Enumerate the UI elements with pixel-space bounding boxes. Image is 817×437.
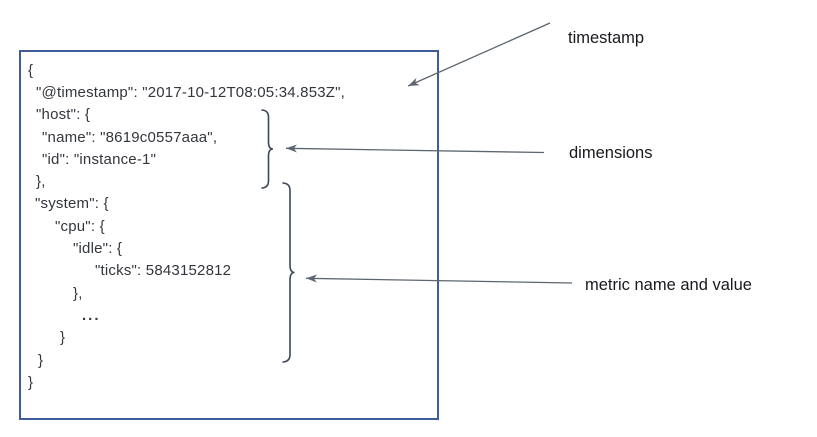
json-line: { (28, 61, 34, 79)
json-line-cpu: "cpu": { (55, 217, 105, 235)
json-line-system: "system": { (35, 195, 109, 213)
dimensions-label: dimensions (569, 144, 653, 162)
json-line: } (60, 329, 66, 347)
json-line: } (38, 351, 44, 369)
json-line-timestamp: "@timestamp": "2017-10-12T08:05:34.853Z"… (36, 83, 346, 101)
json-line: } (28, 373, 34, 391)
json-line-host: "host": { (36, 106, 91, 124)
json-line-host-name: "name": "8619c0557aaa", (42, 128, 218, 146)
json-line-idle: "idle": { (73, 240, 123, 258)
json-line-ellipsis: ... (82, 306, 101, 324)
json-line: }, (36, 173, 46, 191)
json-document-box: { "@timestamp": "2017-10-12T08:05:34.853… (19, 50, 439, 420)
json-line-host-id: "id": "instance-1" (42, 150, 157, 168)
json-line-ticks: "ticks": 5843152812 (95, 262, 232, 280)
timestamp-label: timestamp (568, 29, 645, 47)
json-document: { "@timestamp": "2017-10-12T08:05:34.853… (21, 59, 437, 393)
json-line: }, (73, 284, 83, 302)
metric-label: metric name and value (585, 276, 752, 294)
